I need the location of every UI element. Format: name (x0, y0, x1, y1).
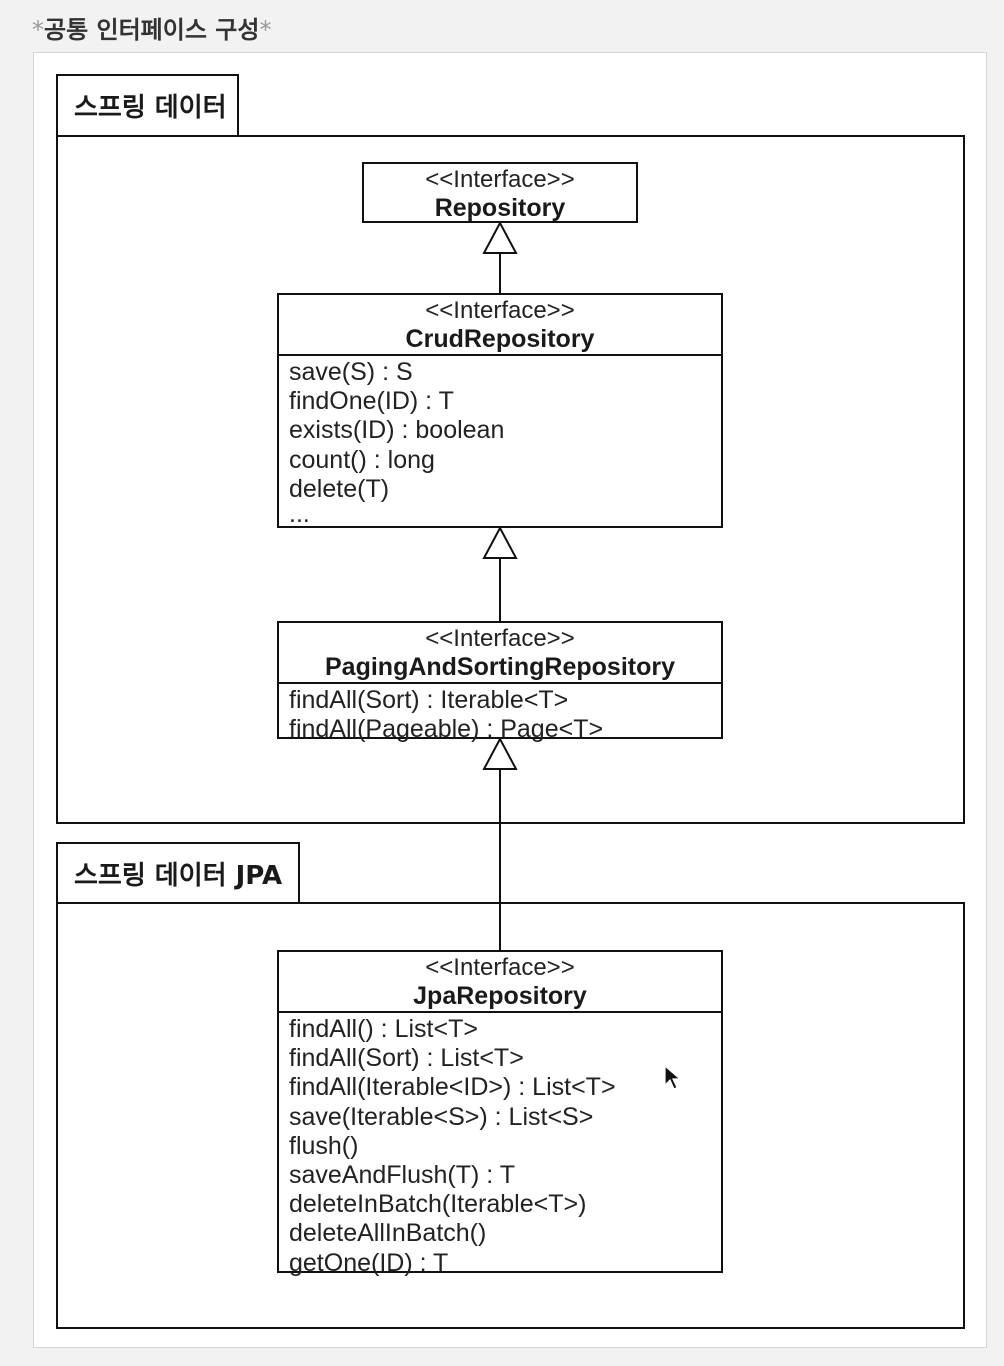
paging-arrowhead (482, 736, 518, 770)
package-spring-data-tab: 스프링 데이터 (56, 74, 239, 137)
interface-paging-repository-header: <<Interface>> PagingAndSortingRepository (279, 623, 721, 684)
method-item: findAll(Sort) : List<T> (289, 1044, 524, 1073)
method-item: findAll(Pageable) : Page<T> (289, 715, 604, 744)
method-item: flush() (289, 1131, 359, 1160)
method-item: findOne(ID) : T (289, 387, 454, 416)
method-item: exists(ID) : boolean (289, 416, 505, 445)
diagram-caption: *공통 인터페이스 구성* (32, 10, 271, 45)
method-item: findAll(Iterable<ID>) : List<T> (289, 1073, 616, 1102)
method-item: count() : long (289, 445, 435, 474)
interface-paging-repository-name: PagingAndSortingRepository (325, 653, 675, 681)
interface-jpa-repository: <<Interface>> JpaRepository findAll() : … (277, 950, 723, 1277)
package-spring-data-jpa-tab: 스프링 데이터 JPA (56, 842, 300, 904)
interface-jpa-repository-name: JpaRepository (413, 982, 587, 1010)
stereotype-label: <<Interface>> (425, 166, 575, 193)
interface-repository-header: <<Interface>> Repository (364, 164, 636, 223)
package-spring-data-body (56, 135, 965, 824)
caption-text: 공통 인터페이스 구성 (44, 16, 260, 44)
method-item: save(Iterable<S>) : List<S> (289, 1102, 594, 1131)
package-spring-data-jpa-body (56, 902, 965, 1329)
crud-arrowhead (482, 525, 518, 559)
method-item: findAll() : List<T> (289, 1015, 478, 1043)
package-spring-data-label: 스프링 데이터 (74, 93, 227, 123)
interface-repository-name: Repository (434, 194, 566, 222)
method-item: ... (289, 500, 310, 529)
mouse-pointer-icon (664, 1065, 682, 1090)
crud-method-list: save(S) : S findOne(ID) : T exists(ID) :… (279, 356, 721, 529)
method-item: getOne(ID) : T (289, 1248, 449, 1277)
interface-paging-repository: <<Interface>> PagingAndSortingRepository… (277, 621, 723, 743)
method-item: save(S) : S (289, 358, 413, 386)
interface-jpa-repository-header: <<Interface>> JpaRepository (279, 952, 721, 1013)
paging-method-list: findAll(Sort) : Iterable<T> findAll(Page… (279, 684, 721, 744)
stereotype-label: <<Interface>> (425, 954, 575, 981)
method-item: findAll(Sort) : Iterable<T> (289, 686, 569, 714)
interface-crud-repository-name: CrudRepository (405, 325, 595, 353)
caption-star-right: * (259, 16, 272, 44)
package-spring-data-jpa-label: 스프링 데이터 JPA (74, 860, 283, 891)
interface-crud-repository-header: <<Interface>> CrudRepository (279, 295, 721, 356)
stereotype-label: <<Interface>> (425, 297, 575, 324)
method-item: saveAndFlush(T) : T (289, 1161, 516, 1190)
caption-star-left: * (32, 16, 44, 44)
interface-crud-repository: <<Interface>> CrudRepository save(S) : S… (277, 293, 723, 528)
stereotype-label: <<Interface>> (425, 625, 575, 652)
jpa-method-list: findAll() : List<T> findAll(Sort) : List… (279, 1013, 721, 1278)
method-item: deleteAllInBatch() (289, 1219, 487, 1248)
method-item: deleteInBatch(Iterable<T>) (289, 1190, 587, 1219)
repository-arrowhead (482, 220, 518, 254)
method-item: delete(T) (289, 474, 390, 503)
interface-repository: <<Interface>> Repository (362, 162, 638, 223)
